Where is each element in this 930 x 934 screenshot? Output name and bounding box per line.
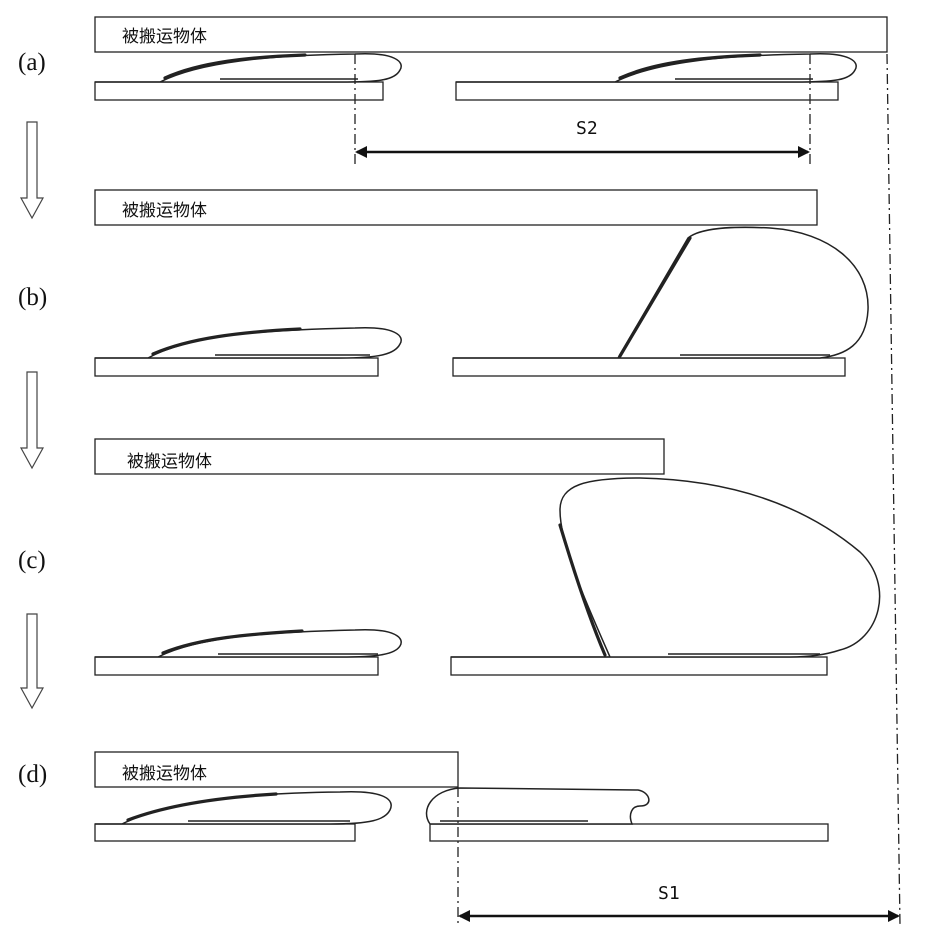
down-arrow-icon xyxy=(19,613,45,710)
base-plate xyxy=(450,656,828,676)
step-label-a: (a) xyxy=(18,49,46,76)
step-label-d: (d) xyxy=(18,761,47,788)
base-plate xyxy=(94,357,379,377)
down-arrow-icon xyxy=(19,371,45,470)
dimension-label-s1: S1 xyxy=(658,883,680,904)
actuator-inflated xyxy=(453,226,869,359)
actuator-deflated xyxy=(456,53,857,83)
actuator-strip xyxy=(163,53,307,80)
base-plate xyxy=(455,81,839,101)
step-label-b: (b) xyxy=(18,284,47,311)
object-label: 被搬运物体 xyxy=(127,452,212,472)
base-plate xyxy=(94,823,356,842)
actuator-transferred xyxy=(425,787,650,825)
step-c: 被搬运物体 xyxy=(94,438,881,676)
actuator-strip xyxy=(161,629,304,655)
actuator-strip xyxy=(618,53,762,80)
actuator-strip xyxy=(126,792,278,822)
object-label: 被搬运物体 xyxy=(122,764,207,784)
step-a: 被搬运物体 xyxy=(94,16,888,101)
transported-object xyxy=(94,189,818,226)
base-plate xyxy=(429,823,829,842)
step-d: 被搬运物体 xyxy=(94,751,829,842)
dimension-label-s2: S2 xyxy=(576,118,598,139)
actuator-strip xyxy=(618,236,692,358)
step-label-c: (c) xyxy=(18,547,46,574)
base-plate xyxy=(94,81,384,101)
base-plate xyxy=(94,656,379,676)
down-arrow-icon xyxy=(19,121,45,220)
actuator-strip xyxy=(558,523,607,657)
step-b: 被搬运物体 xyxy=(94,189,869,377)
actuator-inflated xyxy=(451,477,881,658)
base-plate xyxy=(452,357,846,377)
transported-object xyxy=(94,16,888,53)
actuator-strip xyxy=(151,327,302,356)
dimension-s1: S1 xyxy=(457,787,900,925)
object-label: 被搬运物体 xyxy=(122,27,207,47)
transported-object xyxy=(94,438,665,475)
transported-object xyxy=(94,751,459,788)
actuator-deflated xyxy=(95,53,402,83)
dimension-s2: S2 xyxy=(354,54,811,165)
reference-line xyxy=(886,53,901,926)
object-label: 被搬运物体 xyxy=(122,201,207,221)
